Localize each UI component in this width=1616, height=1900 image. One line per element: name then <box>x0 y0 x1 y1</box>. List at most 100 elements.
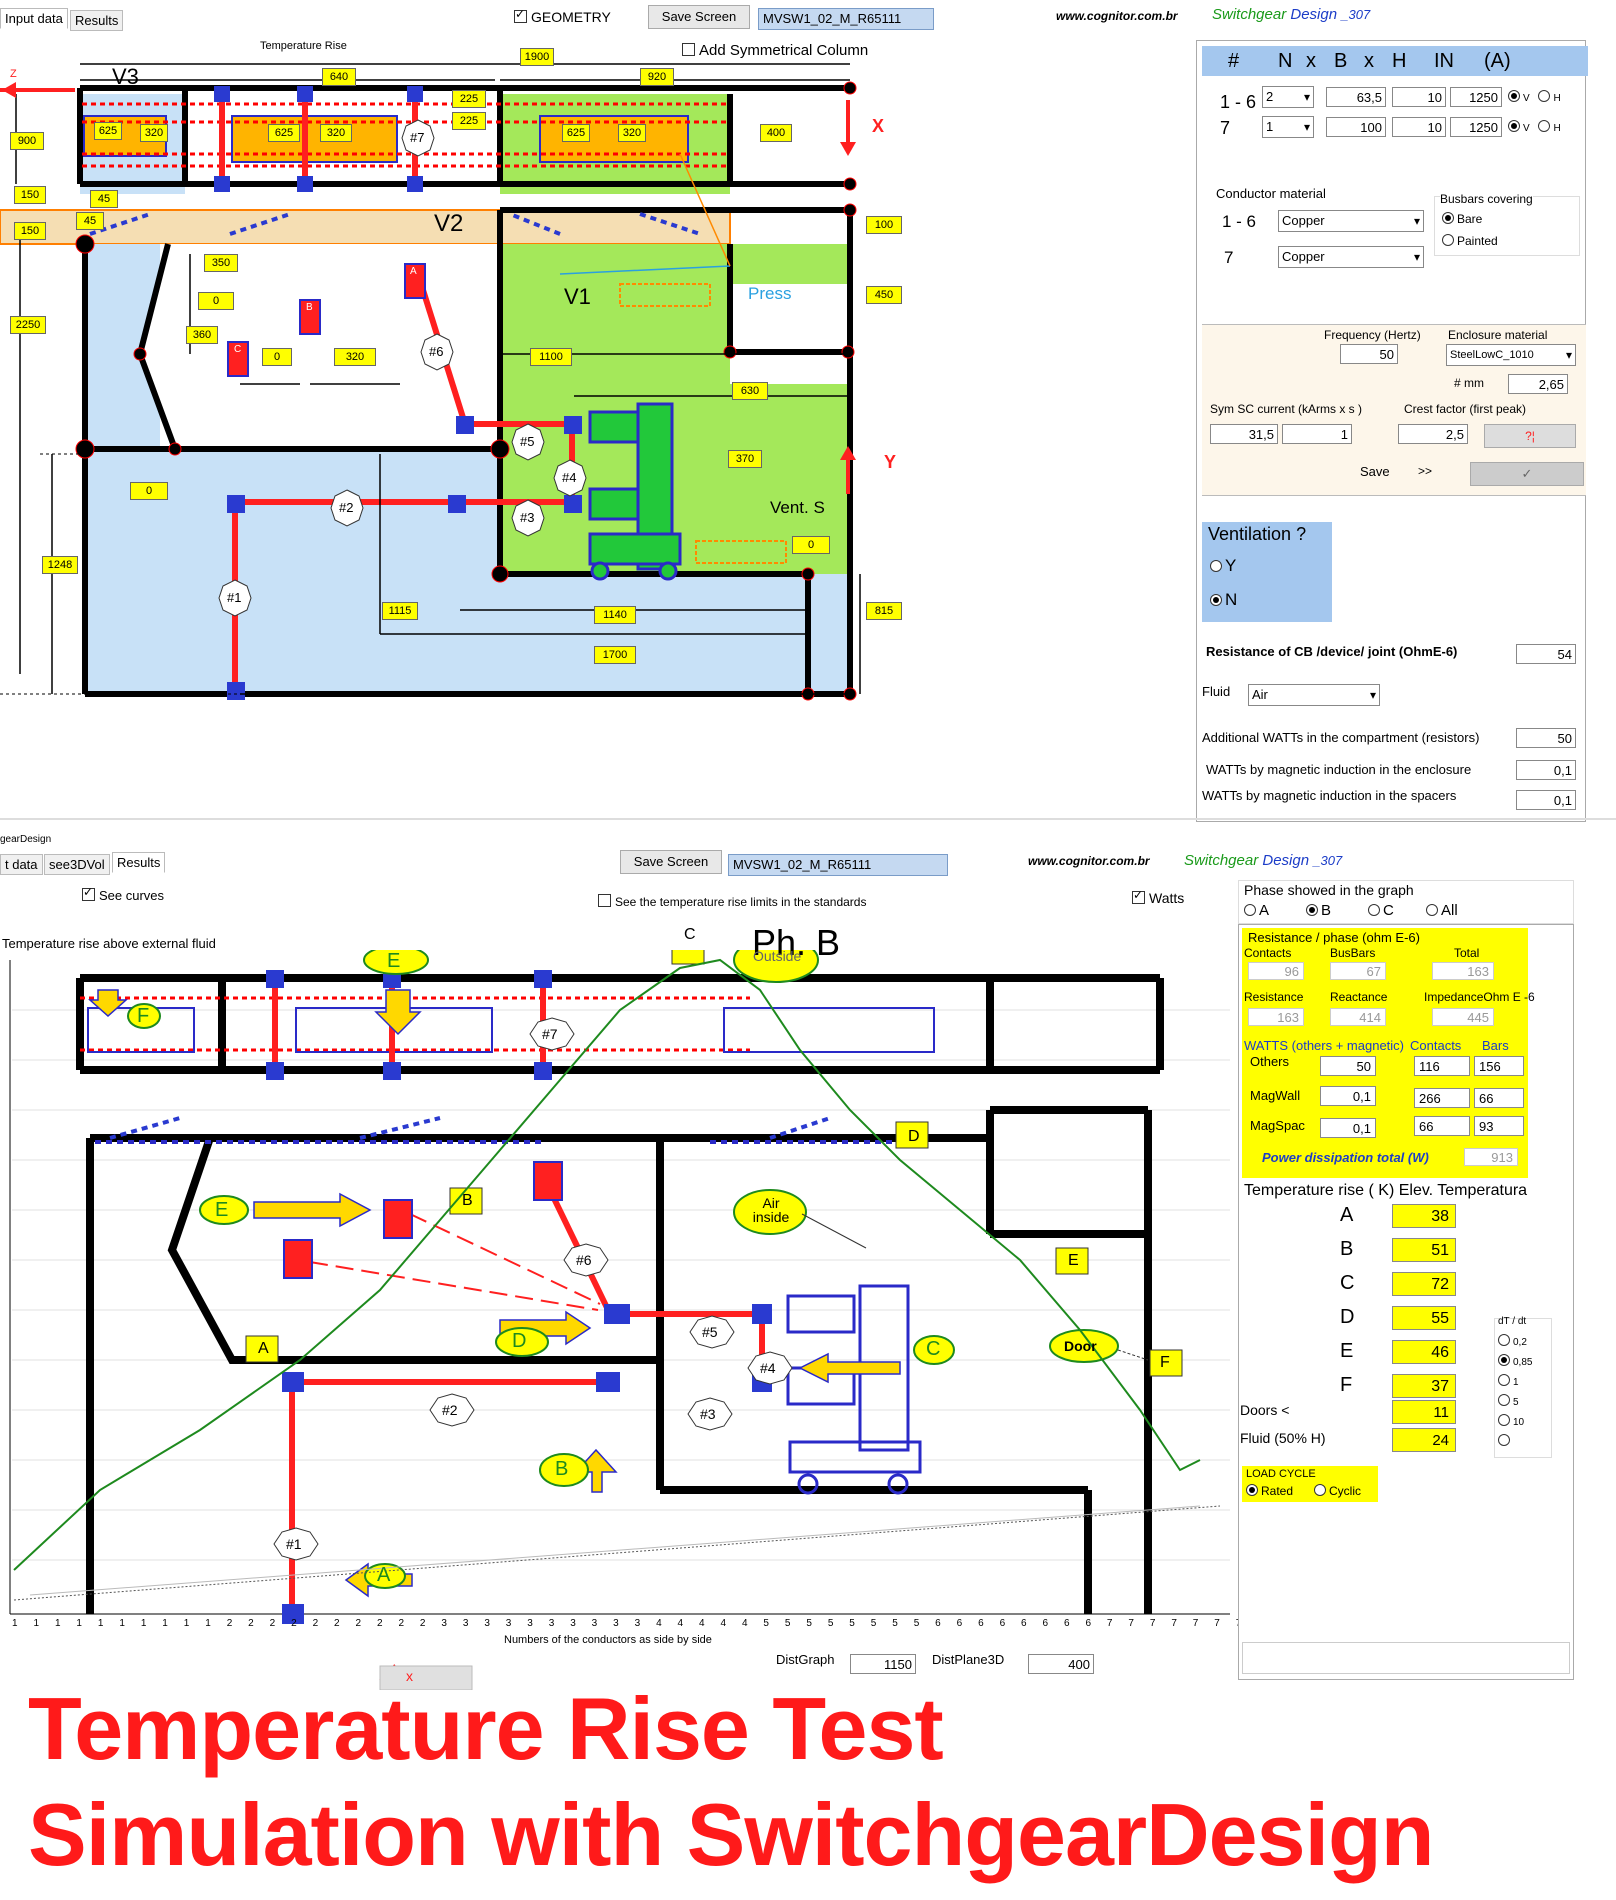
dim-150-b[interactable]: 150 <box>14 222 46 240</box>
x-tick: 4 <box>677 1618 684 1629</box>
distgraph-input[interactable]: 1150 <box>850 1654 916 1674</box>
add-symmetrical-column-checkbox[interactable]: Add Symmetrical Column <box>682 42 868 59</box>
dim-350[interactable]: 350 <box>204 254 238 272</box>
row2-orientation[interactable]: V H <box>1508 120 1561 134</box>
dtdt-radio-6[interactable] <box>1498 1434 1513 1448</box>
tab-results-2[interactable]: Results <box>112 852 166 873</box>
dtdt-radio-3[interactable]: 1 <box>1498 1374 1519 1388</box>
dim-625-b[interactable]: 625 <box>268 124 300 142</box>
dim-320-b[interactable]: 320 <box>320 124 352 142</box>
crest-factor-input[interactable]: 2,5 <box>1398 424 1468 444</box>
row1-orientation[interactable]: V H <box>1508 90 1561 104</box>
confirm-button[interactable]: ✓ <box>1470 462 1584 486</box>
dim-625-a[interactable]: 625 <box>94 122 122 140</box>
see-limits-checkbox[interactable]: See the temperature rise limits in the s… <box>598 894 866 909</box>
covering-painted-radio[interactable]: Painted <box>1442 234 1498 248</box>
phase-a-radio[interactable]: A <box>1244 902 1269 919</box>
save-screen-button[interactable]: Save Screen <box>648 5 750 29</box>
row2-b-input[interactable]: 100 <box>1326 117 1386 137</box>
dim-100[interactable]: 100 <box>866 216 902 234</box>
row2-n-select[interactable]: 1 <box>1262 116 1314 138</box>
dtdt-radio-4[interactable]: 5 <box>1498 1394 1519 1408</box>
row1-in-input[interactable]: 1250 <box>1450 87 1502 107</box>
distplane-input[interactable]: 400 <box>1028 1654 1094 1674</box>
dim-0-c[interactable]: 0 <box>130 482 168 500</box>
save-screen-button-2[interactable]: Save Screen <box>620 850 722 874</box>
dim-1700[interactable]: 1700 <box>594 646 636 664</box>
row2-in-input[interactable]: 1250 <box>1450 117 1502 137</box>
dim-0-a[interactable]: 0 <box>198 292 234 310</box>
tab-results[interactable]: Results <box>70 10 124 31</box>
thickness-input[interactable]: 2,65 <box>1508 374 1568 394</box>
ventilation-no-radio[interactable]: N <box>1210 590 1237 610</box>
filename-field-2[interactable]: MVSW1_02_M_R65111 <box>728 854 948 876</box>
dim-45-a[interactable]: 45 <box>90 190 118 208</box>
dim-0-d[interactable]: 0 <box>792 536 830 554</box>
dim-45-b[interactable]: 45 <box>76 212 104 230</box>
dim-630[interactable]: 630 <box>732 382 768 400</box>
tab-input-data-2[interactable]: t data <box>0 854 43 875</box>
dim-640[interactable]: 640 <box>322 68 356 86</box>
dim-0-b[interactable]: 0 <box>262 348 292 366</box>
filename-field[interactable]: MVSW1_02_M_R65111 <box>758 8 934 30</box>
dim-370[interactable]: 370 <box>728 450 762 468</box>
row1-b-input[interactable]: 63,5 <box>1326 87 1386 107</box>
mag-enclosure-input[interactable]: 0,1 <box>1516 760 1576 780</box>
bar-label-5: #5 <box>520 434 535 449</box>
covering-bare-radio[interactable]: Bare <box>1442 212 1482 226</box>
sc-current-input[interactable]: 31,5 <box>1210 424 1278 444</box>
see-curves-checkbox[interactable]: See curves <box>82 885 164 903</box>
v3-middle-busbar <box>231 115 398 163</box>
enclosure-material-select[interactable]: SteelLowC_1010 <box>1446 344 1576 366</box>
dim-920[interactable]: 920 <box>640 68 674 86</box>
dim-1115[interactable]: 1115 <box>382 602 418 620</box>
dtdt-radio-5[interactable]: 10 <box>1498 1414 1524 1428</box>
dim-2250[interactable]: 2250 <box>10 316 46 334</box>
row1-n-select[interactable]: 2 <box>1262 86 1314 108</box>
row2-h-input[interactable]: 10 <box>1392 117 1446 137</box>
dim-150-a[interactable]: 150 <box>14 186 46 204</box>
ventilation-title: Ventilation ? <box>1208 524 1307 544</box>
frequency-input[interactable]: 50 <box>1340 344 1398 364</box>
dim-900[interactable]: 900 <box>10 132 44 150</box>
row1-h-input[interactable]: 10 <box>1392 87 1446 107</box>
material-row2-select[interactable]: Copper <box>1278 246 1424 268</box>
geometry-checkbox[interactable]: GEOMETRY <box>514 7 611 25</box>
tab-see3dvol[interactable]: see3DVol <box>44 854 110 875</box>
dim-1900[interactable]: 1900 <box>520 48 554 66</box>
dim-450[interactable]: 450 <box>866 286 902 304</box>
dim-320-d[interactable]: 320 <box>334 348 376 366</box>
dim-400[interactable]: 400 <box>760 124 792 142</box>
dim-225-a[interactable]: 225 <box>452 90 486 108</box>
dim-320-c[interactable]: 320 <box>618 124 646 142</box>
resistance-input[interactable]: 54 <box>1516 644 1576 664</box>
dim-225-b[interactable]: 225 <box>452 112 486 130</box>
phase-c-radio[interactable]: C <box>1368 902 1394 919</box>
ventilation-yes-radio[interactable]: Y <box>1210 556 1236 576</box>
dim-815[interactable]: 815 <box>866 602 902 620</box>
dim-360[interactable]: 360 <box>186 326 218 344</box>
x-tick: 7 <box>1149 1618 1156 1629</box>
help-button[interactable]: ?¦ <box>1484 424 1576 448</box>
phase-all-radio[interactable]: All <box>1426 902 1458 919</box>
fluid-select[interactable]: Air <box>1248 684 1380 706</box>
additional-watts-input[interactable]: 50 <box>1516 728 1576 748</box>
sc-time-input[interactable]: 1 <box>1282 424 1352 444</box>
dim-1100[interactable]: 1100 <box>530 348 572 366</box>
material-row1-select[interactable]: Copper <box>1278 210 1424 232</box>
brand-title: Switchgear Design _307 <box>1212 6 1371 23</box>
save-label[interactable]: Save <box>1360 464 1390 479</box>
load-cyclic-radio[interactable]: Cyclic <box>1314 1484 1361 1498</box>
dim-1248[interactable]: 1248 <box>42 556 78 574</box>
x-tick: 6 <box>1021 1618 1027 1629</box>
dtdt-radio-2[interactable]: 0,85 <box>1498 1354 1532 1368</box>
dtdt-radio-1[interactable]: 0,2 <box>1498 1334 1527 1348</box>
phase-b-radio[interactable]: B <box>1306 902 1331 919</box>
dim-1140[interactable]: 1140 <box>594 606 636 624</box>
dim-320-a[interactable]: 320 <box>140 124 168 142</box>
mag-spacers-input[interactable]: 0,1 <box>1516 790 1576 810</box>
dim-625-c[interactable]: 625 <box>562 124 590 142</box>
watts-checkbox[interactable]: Watts <box>1132 888 1184 906</box>
load-rated-radio[interactable]: Rated <box>1246 1484 1293 1498</box>
tab-input-data[interactable]: Input data <box>0 8 68 29</box>
